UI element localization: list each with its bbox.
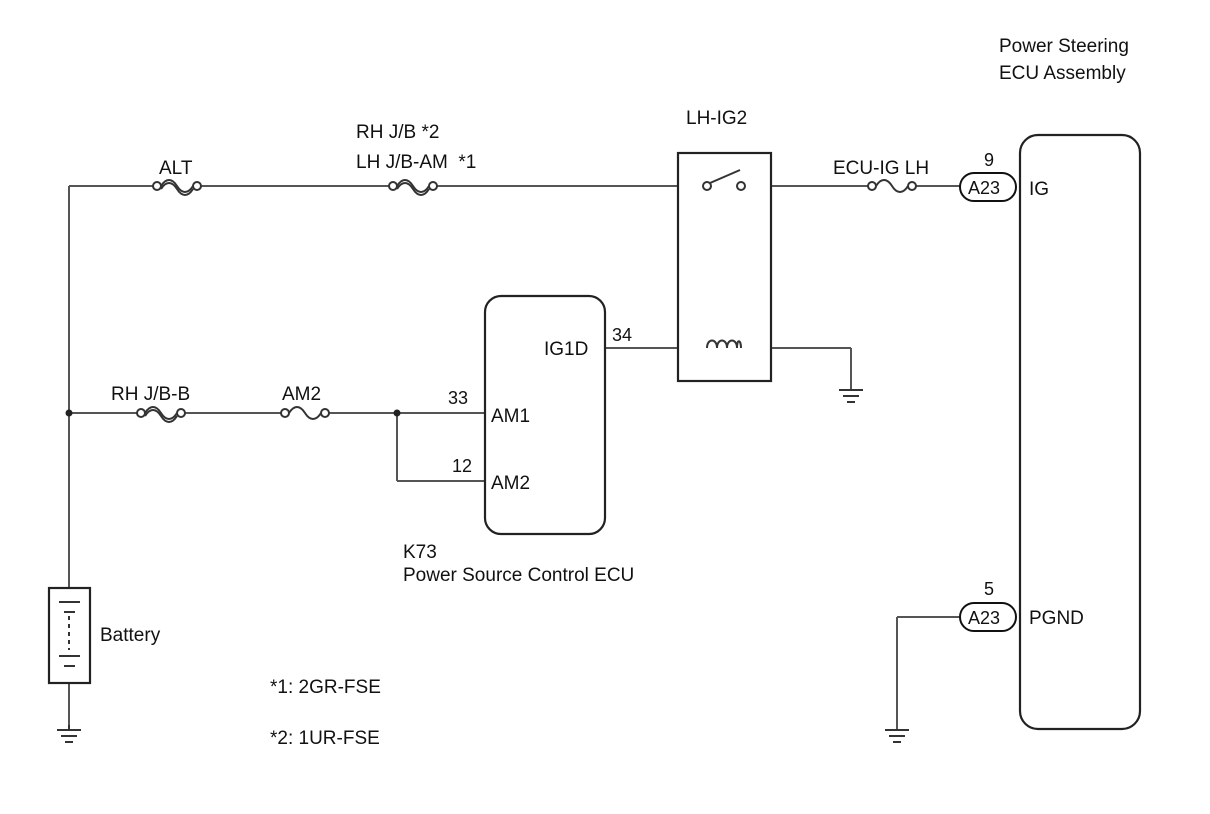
junction-dot bbox=[393, 409, 401, 417]
pin-pgnd-label: PGND bbox=[1029, 608, 1084, 629]
junction-dot bbox=[65, 409, 73, 417]
pin-ig-label: IG bbox=[1029, 179, 1049, 200]
ps-ecu-name-line2: ECU Assembly bbox=[999, 63, 1126, 84]
pin-am1-label: AM1 bbox=[491, 406, 530, 427]
power-steering-ecu-assembly bbox=[1018, 133, 1142, 731]
connector-a23-bottom-label: A23 bbox=[968, 608, 1000, 628]
fuse-rhjb-b bbox=[136, 406, 186, 423]
fuse-rhjb-label: RH J/B *2 bbox=[356, 122, 439, 143]
relay-lh-ig2 bbox=[676, 151, 773, 383]
pin-am2-number: 12 bbox=[452, 456, 472, 476]
ground-icon bbox=[839, 389, 863, 403]
ground-icon bbox=[885, 729, 909, 743]
pin-am2-label: AM2 bbox=[491, 473, 530, 494]
fuse-rhjb-am bbox=[388, 179, 438, 196]
fuse-alt-label: ALT bbox=[159, 158, 193, 179]
pin-am1-number: 33 bbox=[448, 388, 468, 408]
power-ecu-name: Power Source Control ECU bbox=[403, 565, 634, 586]
wires bbox=[68, 185, 960, 730]
connector-a23-top-label: A23 bbox=[968, 178, 1000, 198]
note-2: *2: 1UR-FSE bbox=[270, 728, 380, 749]
fuse-am2-label: AM2 bbox=[282, 384, 321, 405]
note-1: *1: 2GR-FSE bbox=[270, 677, 381, 698]
connector-a23-bottom bbox=[959, 602, 1017, 632]
pin-ig1d-number: 34 bbox=[612, 325, 632, 345]
fuse-rhjb-b-label: RH J/B-B bbox=[111, 384, 190, 405]
battery-symbol bbox=[47, 586, 92, 685]
ground-icon bbox=[57, 725, 81, 743]
fuse-lhjb-am-label: LH J/B-AM *1 bbox=[356, 152, 476, 173]
fuse-alt bbox=[152, 179, 202, 196]
connector-a23-top bbox=[959, 172, 1017, 202]
pin-pgnd-number: 5 bbox=[984, 579, 994, 599]
power-source-control-ecu bbox=[483, 294, 607, 536]
pin-ig1d-label: IG1D bbox=[544, 339, 588, 360]
fuse-ecu-ig-lh bbox=[867, 179, 917, 193]
battery-label: Battery bbox=[100, 625, 161, 646]
pin-ig-number: 9 bbox=[984, 150, 994, 170]
power-ecu-code: K73 bbox=[403, 542, 437, 563]
fuse-ecu-ig-lh-label: ECU-IG LH bbox=[833, 158, 929, 179]
ps-ecu-name-line1: Power Steering bbox=[999, 36, 1129, 57]
fuse-am2 bbox=[280, 406, 330, 420]
relay-name: LH-IG2 bbox=[686, 108, 747, 129]
